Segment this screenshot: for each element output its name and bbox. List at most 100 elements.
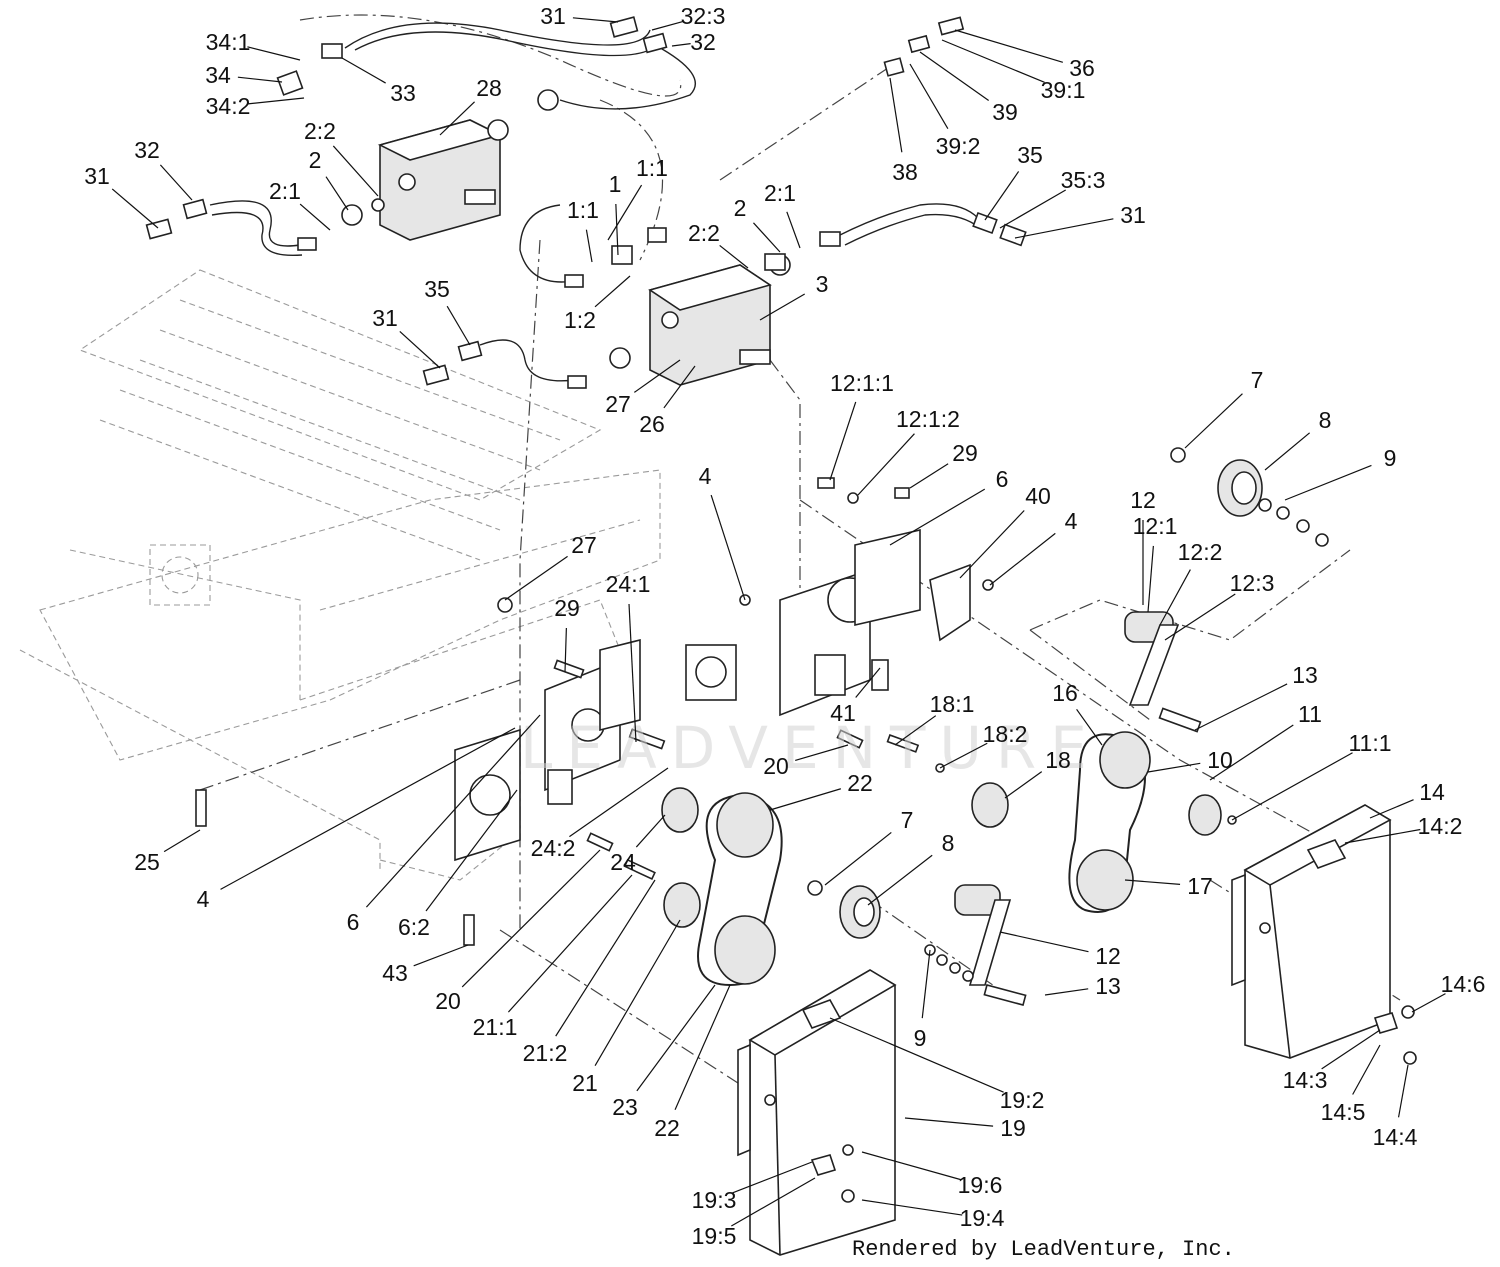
leader-line bbox=[413, 944, 469, 967]
callout-24-1: 24:1 bbox=[606, 571, 651, 743]
callout-19-5: 19:5 bbox=[692, 1177, 816, 1249]
leader-line bbox=[731, 1177, 816, 1227]
callout-label: 1:1 bbox=[567, 197, 599, 223]
leader-line bbox=[1159, 569, 1191, 626]
callout-label: 14 bbox=[1419, 779, 1445, 805]
callout-label: 35 bbox=[1017, 142, 1043, 168]
callout-34-2: 34:2 bbox=[206, 93, 305, 119]
callout-19: 19 bbox=[904, 1115, 1026, 1141]
callout-label: 32:3 bbox=[681, 3, 726, 29]
callout-28: 28 bbox=[439, 75, 502, 136]
leader-line bbox=[111, 188, 159, 229]
callout-label: 12:1:1 bbox=[830, 370, 894, 396]
callout-26: 26 bbox=[639, 365, 696, 437]
callout-label: 8 bbox=[1319, 407, 1332, 433]
callout-label: 3 bbox=[816, 271, 829, 297]
leader-line bbox=[1194, 683, 1288, 731]
leader-line bbox=[732, 1161, 813, 1194]
callout-label: 29 bbox=[554, 595, 580, 621]
leader-line bbox=[585, 229, 593, 263]
callout-18-1: 18:1 bbox=[894, 691, 974, 746]
leader-line bbox=[247, 97, 305, 105]
callout-19-6: 19:6 bbox=[861, 1151, 1002, 1198]
leader-line bbox=[399, 331, 441, 369]
callout-label: 20 bbox=[763, 753, 789, 779]
callout-12-3: 12:3 bbox=[1164, 570, 1274, 641]
hose-fittings bbox=[145, 16, 1027, 389]
leader-line bbox=[829, 401, 857, 481]
leader-line bbox=[855, 667, 881, 698]
callout-12-2: 12:2 bbox=[1159, 539, 1222, 626]
callout-9a: 9 bbox=[1284, 445, 1396, 501]
leader-line bbox=[332, 145, 379, 197]
callout-31c: 31 bbox=[1014, 202, 1146, 239]
callout-38: 38 bbox=[889, 77, 918, 185]
callout-label: 39 bbox=[992, 99, 1018, 125]
callout-34-1: 34:1 bbox=[206, 29, 301, 61]
callout-label: 32 bbox=[690, 29, 716, 55]
leader-line bbox=[824, 831, 892, 886]
callout-16: 16 bbox=[1052, 680, 1103, 746]
callout-12a: 12 bbox=[1130, 487, 1156, 605]
leader-line bbox=[921, 949, 931, 1019]
callout-label: 6:2 bbox=[398, 914, 430, 940]
idler-pulley-lower bbox=[807, 880, 1027, 1006]
callout-label: 4 bbox=[699, 463, 712, 489]
callout-6a: 6 bbox=[889, 466, 1008, 546]
tensioner-arm-upper bbox=[1124, 611, 1202, 733]
callout-23: 23 bbox=[612, 984, 716, 1120]
callout-label: 14:3 bbox=[1283, 1067, 1328, 1093]
callout-1: 1 bbox=[609, 171, 621, 256]
callout-17: 17 bbox=[1124, 873, 1213, 899]
hydraulic-pump-3 bbox=[609, 254, 791, 386]
leader-line bbox=[555, 879, 656, 1037]
callout-12b: 12 bbox=[999, 931, 1121, 969]
callout-label: 11:1 bbox=[1348, 730, 1391, 756]
leader-line bbox=[861, 1151, 961, 1181]
callout-25: 25 bbox=[134, 829, 201, 875]
leader-line bbox=[1147, 762, 1201, 773]
leader-line bbox=[1147, 545, 1154, 613]
callout-label: 41 bbox=[830, 700, 856, 726]
callout-label: 19 bbox=[1000, 1115, 1026, 1141]
leader-line bbox=[425, 789, 518, 912]
callout-label: 14:6 bbox=[1441, 971, 1486, 997]
callout-label: 14:4 bbox=[1373, 1124, 1418, 1150]
callout-1-1a: 1:1 bbox=[607, 155, 668, 241]
leader-line bbox=[959, 510, 1025, 579]
callout-12-1-1: 12:1:1 bbox=[829, 370, 894, 481]
leader-line bbox=[904, 1117, 994, 1127]
callout-35-3: 35:3 bbox=[999, 167, 1105, 229]
leader-line bbox=[615, 203, 619, 256]
callout-2a: 2 bbox=[309, 147, 349, 211]
callout-label: 19:4 bbox=[960, 1205, 1005, 1231]
bolts-and-pins bbox=[195, 579, 1237, 946]
callout-label: 40 bbox=[1025, 483, 1051, 509]
callout-4b: 4 bbox=[989, 508, 1078, 586]
callout-label: 21:1 bbox=[473, 1014, 518, 1040]
callout-label: 2:1 bbox=[269, 178, 301, 204]
callout-19-3: 19:3 bbox=[692, 1161, 813, 1213]
callout-label: 7 bbox=[1251, 367, 1264, 393]
callout-label: 7 bbox=[901, 807, 914, 833]
leader-line bbox=[909, 63, 949, 130]
callout-4c: 4 bbox=[197, 727, 516, 912]
belt-guard-cover-19 bbox=[737, 969, 897, 1256]
leader-line bbox=[674, 984, 731, 1110]
leader-line bbox=[989, 532, 1056, 586]
callout-label: 13 bbox=[1292, 662, 1318, 688]
leader-line bbox=[564, 627, 567, 673]
callout-label: 34 bbox=[205, 62, 231, 88]
leader-line bbox=[299, 203, 331, 231]
callout-label: 16 bbox=[1052, 680, 1078, 706]
callout-label: 34:1 bbox=[206, 29, 251, 55]
callout-label: 24:1 bbox=[606, 571, 651, 597]
belt-drive-left bbox=[661, 787, 783, 987]
callout-label: 12 bbox=[1130, 487, 1156, 513]
leader-line bbox=[1124, 879, 1181, 886]
leader-line bbox=[939, 742, 988, 769]
leader-line bbox=[867, 854, 933, 906]
callout-12-1: 12:1 bbox=[1133, 513, 1177, 613]
leader-line bbox=[941, 39, 1045, 83]
